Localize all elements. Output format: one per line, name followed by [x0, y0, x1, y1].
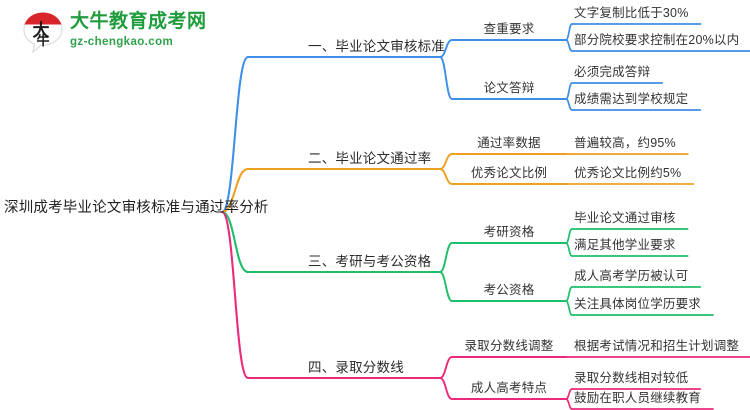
mindmap-leaf-3-1-2[interactable]: 满足其他学业要求 — [574, 238, 676, 252]
site-logo: 大 牛 大牛教育成考网 gz-chengkao.com — [14, 6, 244, 58]
mindmap-subnode-3-1[interactable]: 考研资格 — [483, 225, 535, 239]
mindmap-branch-4[interactable]: 四、录取分数线 — [308, 360, 404, 375]
mindmap-leaf-1-2-1[interactable]: 必须完成答辩 — [574, 65, 651, 79]
mindmap-subnode-4-1[interactable]: 录取分数线调整 — [464, 339, 554, 353]
mindmap-leaf-4-2-2[interactable]: 鼓励在职人员继续教育 — [574, 391, 702, 405]
logo-text: 大牛教育成考网 gz-chengkao.com — [70, 11, 207, 50]
mindmap-leaf-3-2-2[interactable]: 关注具体岗位学历要求 — [574, 297, 702, 311]
mindmap-leaf-1-2-2[interactable]: 成绩需达到学校规定 — [574, 92, 689, 106]
mindmap-leaf-3-2-1[interactable]: 成人高考学历被认可 — [574, 269, 689, 283]
logo-title: 大牛教育成考网 — [70, 11, 207, 32]
svg-text:大: 大 — [33, 20, 50, 40]
mindmap-leaf-2-1-1[interactable]: 普遍较高，约95% — [574, 136, 676, 150]
mindmap-leaf-1-1-1[interactable]: 文字复制比低于30% — [574, 6, 689, 20]
mindmap-subnode-2-2[interactable]: 优秀论文比例 — [470, 166, 548, 180]
mindmap-subnode-2-1[interactable]: 通过率数据 — [477, 136, 541, 150]
mindmap-root-node[interactable]: 深圳成考毕业论文审核标准与通过率分析 — [4, 200, 269, 216]
mindmap-subnode-3-2[interactable]: 考公资格 — [483, 283, 535, 297]
mindmap-subnode-4-2[interactable]: 成人高考特点 — [470, 381, 548, 395]
mindmap-branch-1[interactable]: 一、毕业论文审核标准 — [308, 39, 445, 54]
mindmap-leaf-4-1-1[interactable]: 根据考试情况和招生计划调整 — [574, 339, 740, 353]
mindmap-leaf-2-2-1[interactable]: 优秀论文比例约5% — [574, 166, 682, 180]
mindmap-leaf-4-2-1[interactable]: 录取分数线相对较低 — [574, 371, 689, 385]
mindmap-leaf-3-1-1[interactable]: 毕业论文通过审核 — [574, 211, 676, 225]
mindmap-subnode-1-2[interactable]: 论文答辩 — [483, 81, 535, 95]
svg-text:牛: 牛 — [36, 33, 49, 48]
logo-mark-icon: 大 牛 — [20, 10, 66, 54]
mindmap-subnode-1-1[interactable]: 查重要求 — [483, 22, 535, 36]
logo-url: gz-chengkao.com — [70, 36, 174, 48]
mindmap-branch-3[interactable]: 三、考研与考公资格 — [308, 254, 432, 269]
mindmap-branch-2[interactable]: 二、毕业论文通过率 — [308, 151, 432, 166]
mindmap-leaf-1-1-2[interactable]: 部分院校要求控制在20%以内 — [574, 33, 740, 47]
